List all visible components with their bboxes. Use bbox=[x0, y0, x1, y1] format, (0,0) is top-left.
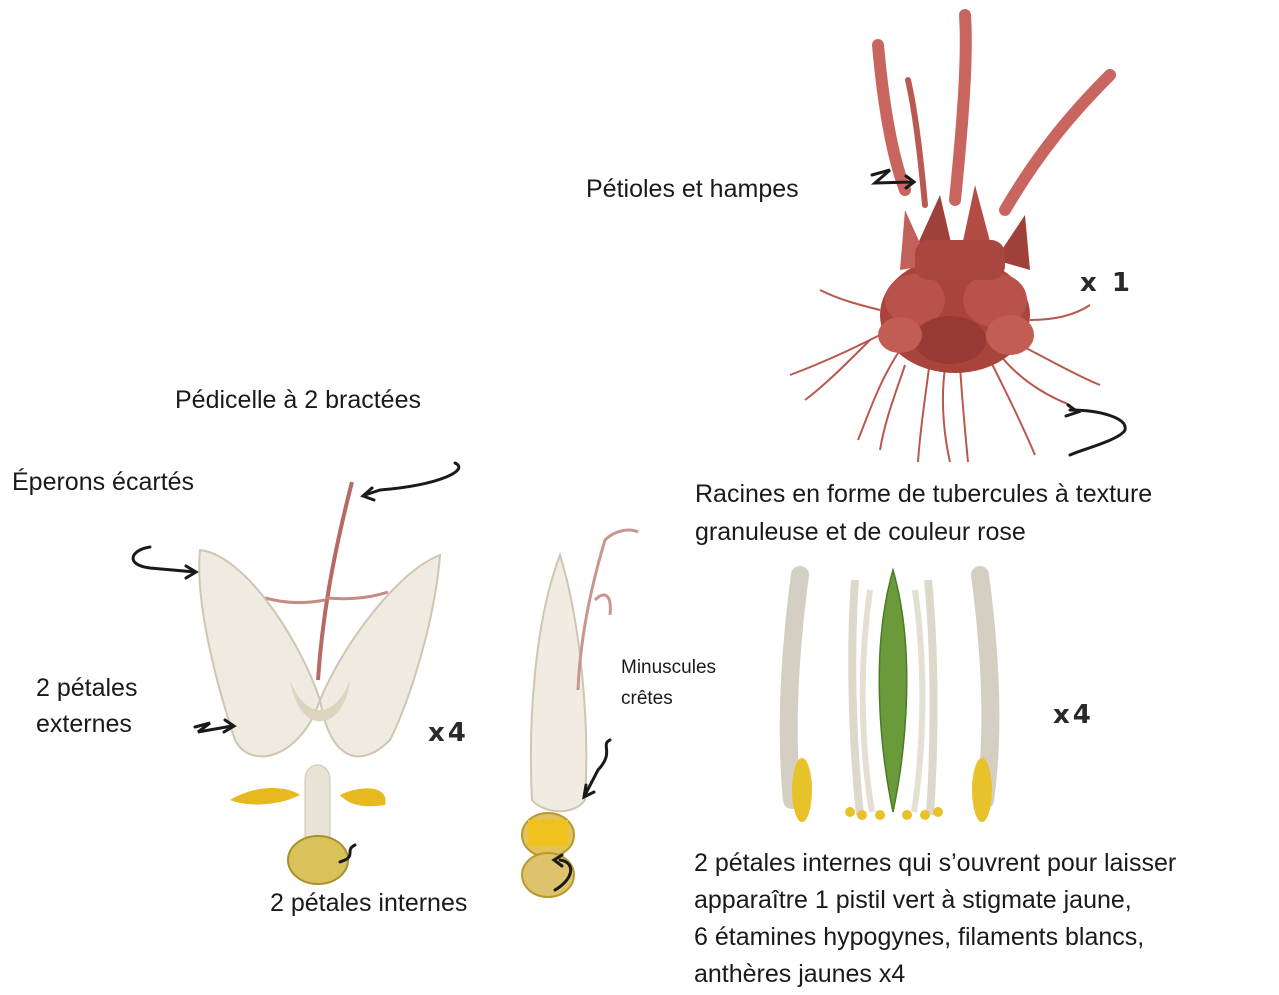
stamens-pistil-drawing bbox=[789, 570, 992, 822]
crests-label-line2: crêtes bbox=[621, 686, 673, 712]
inner-open-label-line3: 6 étamines hypogynes, filaments blancs, bbox=[694, 919, 1144, 955]
pedicel-label: Pédicelle à 2 bractées bbox=[175, 382, 421, 418]
crests-label-line1: Minuscules bbox=[621, 655, 716, 681]
plant-magnification: x 1 bbox=[1080, 268, 1133, 298]
flower-front-drawing bbox=[199, 482, 440, 884]
inner-open-label-line1: 2 pétales internes qui s’ouvrent pour la… bbox=[694, 845, 1176, 881]
inner-petals-label: 2 pétales internes bbox=[270, 885, 467, 921]
flower-side-drawing bbox=[522, 530, 638, 897]
roots-label-line2: granuleuse et de couleur rose bbox=[695, 514, 1026, 550]
inner-open-label-line4: anthères jaunes x4 bbox=[694, 956, 905, 992]
roots-label-line1: Racines en forme de tubercules à texture bbox=[695, 476, 1152, 512]
outer-petals-label-line2: externes bbox=[36, 706, 132, 742]
inner-open-label-line2: apparaître 1 pistil vert à stigmate jaun… bbox=[694, 882, 1132, 918]
outer-petals-label-line1: 2 pétales bbox=[36, 670, 137, 706]
flower-magnification: x4 bbox=[428, 718, 469, 748]
petioles-label: Pétioles et hampes bbox=[586, 171, 799, 207]
plant-base-drawing bbox=[790, 15, 1110, 462]
spurs-label: Éperons écartés bbox=[12, 464, 194, 500]
stamens-magnification: x4 bbox=[1053, 700, 1094, 730]
